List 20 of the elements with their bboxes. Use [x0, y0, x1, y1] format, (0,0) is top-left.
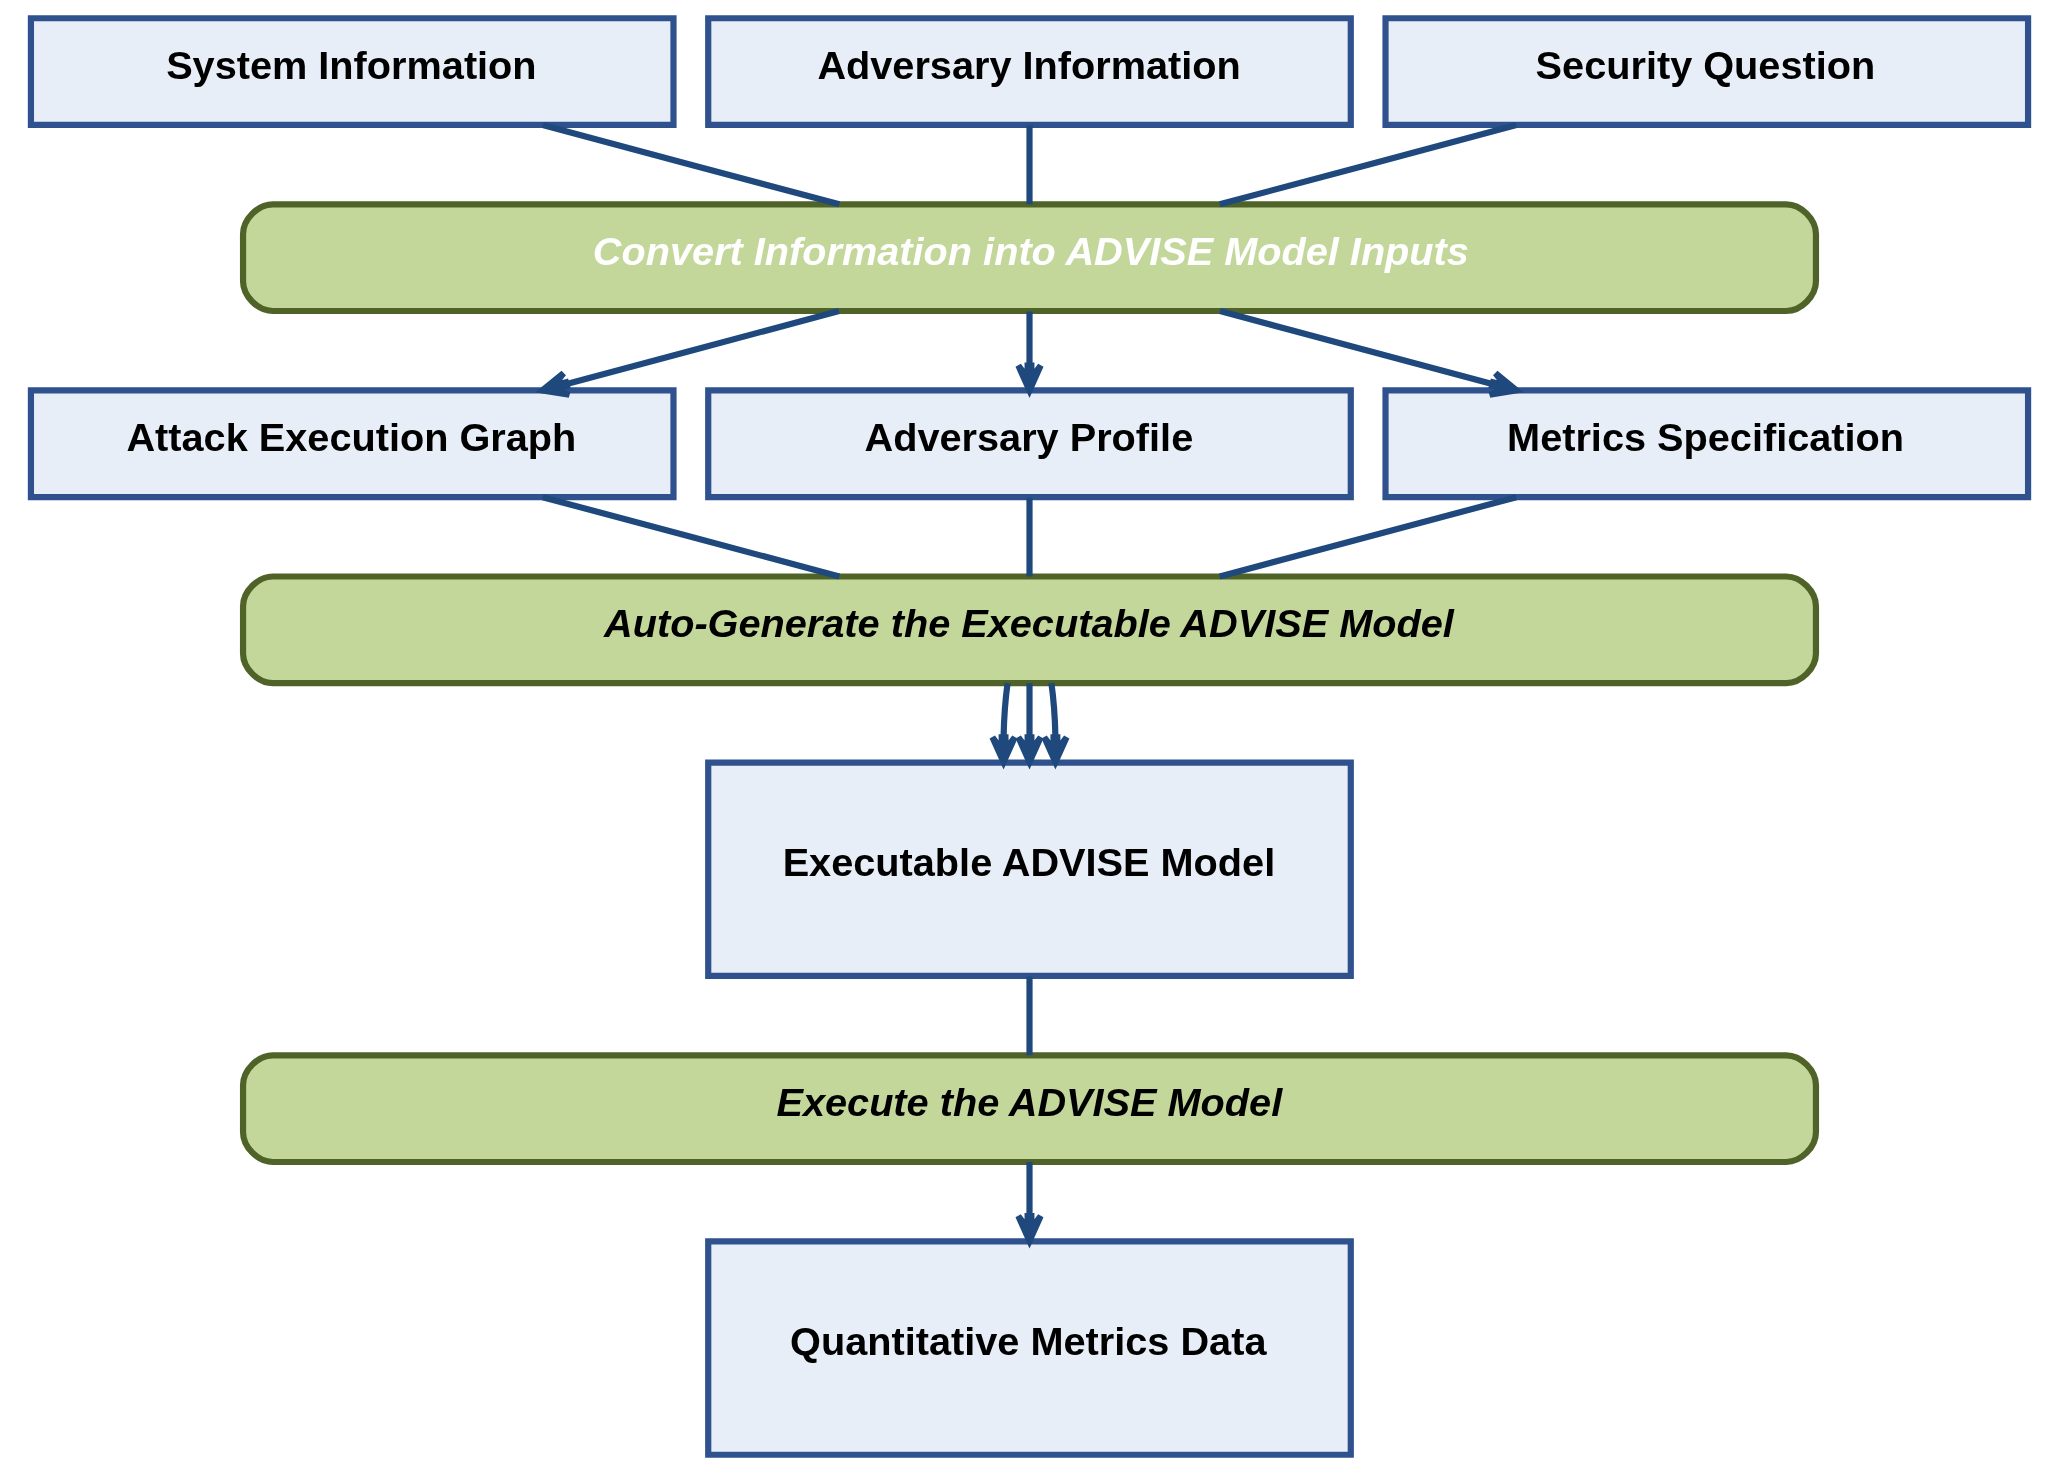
connector [1026, 497, 1033, 577]
node-box: Attack Execution Graph [27, 387, 677, 501]
connector [1026, 125, 1033, 205]
connector [541, 494, 841, 580]
node-box: Metrics Specification [1382, 387, 2032, 501]
node-box: Auto-Generate the Executable ADVISE Model [239, 573, 1820, 687]
node-box: Execute the ADVISE Model [239, 1052, 1820, 1166]
node-box: Executable ADVISE Model [705, 759, 1354, 979]
node-box: Adversary Information [705, 15, 1354, 129]
arrow [539, 308, 840, 398]
node-box: Security Question [1382, 15, 2032, 129]
connector [1218, 122, 1518, 208]
arrow [1219, 308, 1520, 398]
connector [1218, 494, 1518, 580]
node-box: Quantitative Metrics Data [705, 1238, 1354, 1458]
connector [541, 122, 841, 208]
node-box: Adversary Profile [705, 387, 1354, 501]
connector [1026, 976, 1033, 1056]
node-box: Convert Information into ADVISE Model Inputs [239, 201, 1820, 315]
node-box: System Information [27, 15, 677, 129]
